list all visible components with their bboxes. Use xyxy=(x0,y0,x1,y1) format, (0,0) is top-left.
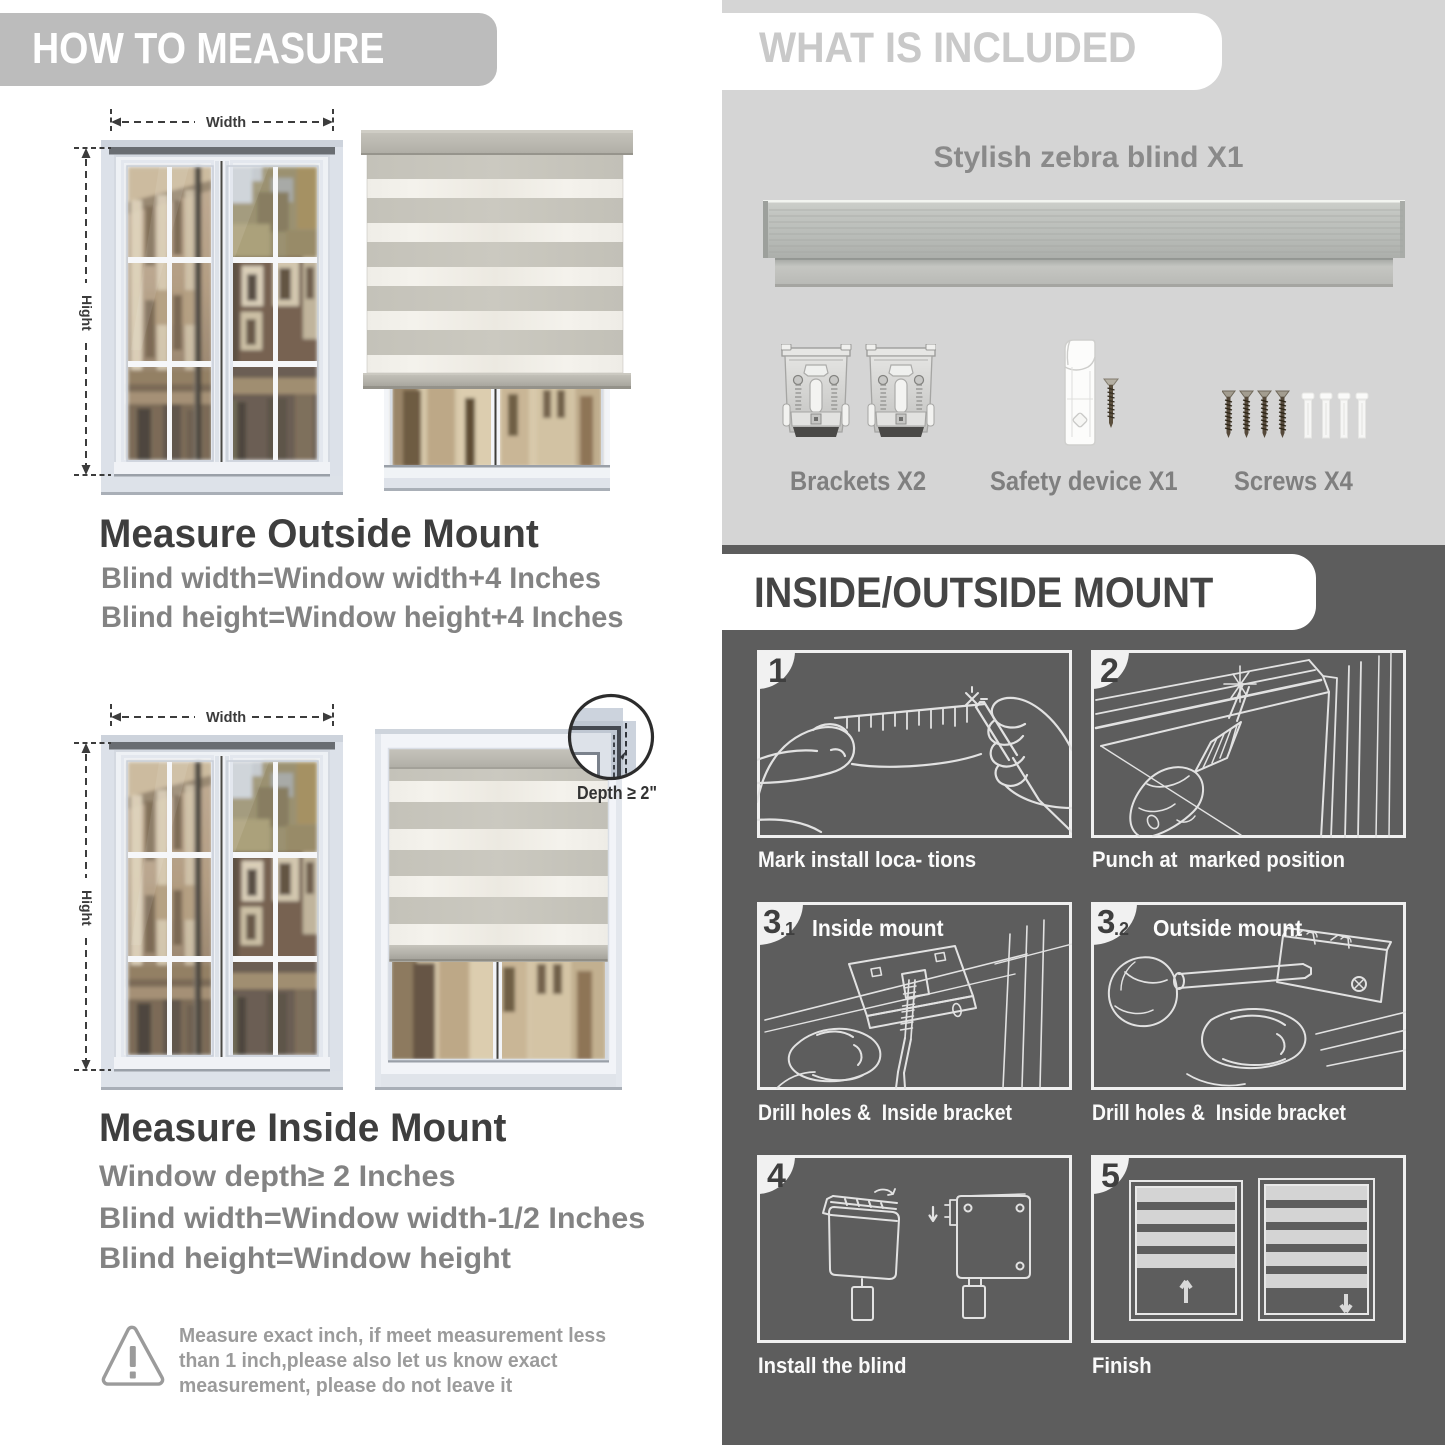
svg-text:3: 3 xyxy=(1097,903,1115,940)
svg-text:1: 1 xyxy=(768,652,787,690)
svg-text:3: 3 xyxy=(763,903,781,940)
svg-text:4: 4 xyxy=(767,1157,786,1195)
svg-text:Outside mount: Outside mount xyxy=(1153,915,1303,941)
svg-text:.1: .1 xyxy=(780,919,795,939)
svg-text:2: 2 xyxy=(1100,652,1119,690)
svg-text:.2: .2 xyxy=(1114,919,1129,939)
svg-text:5: 5 xyxy=(1101,1157,1120,1195)
svg-text:Inside mount: Inside mount xyxy=(812,915,944,941)
